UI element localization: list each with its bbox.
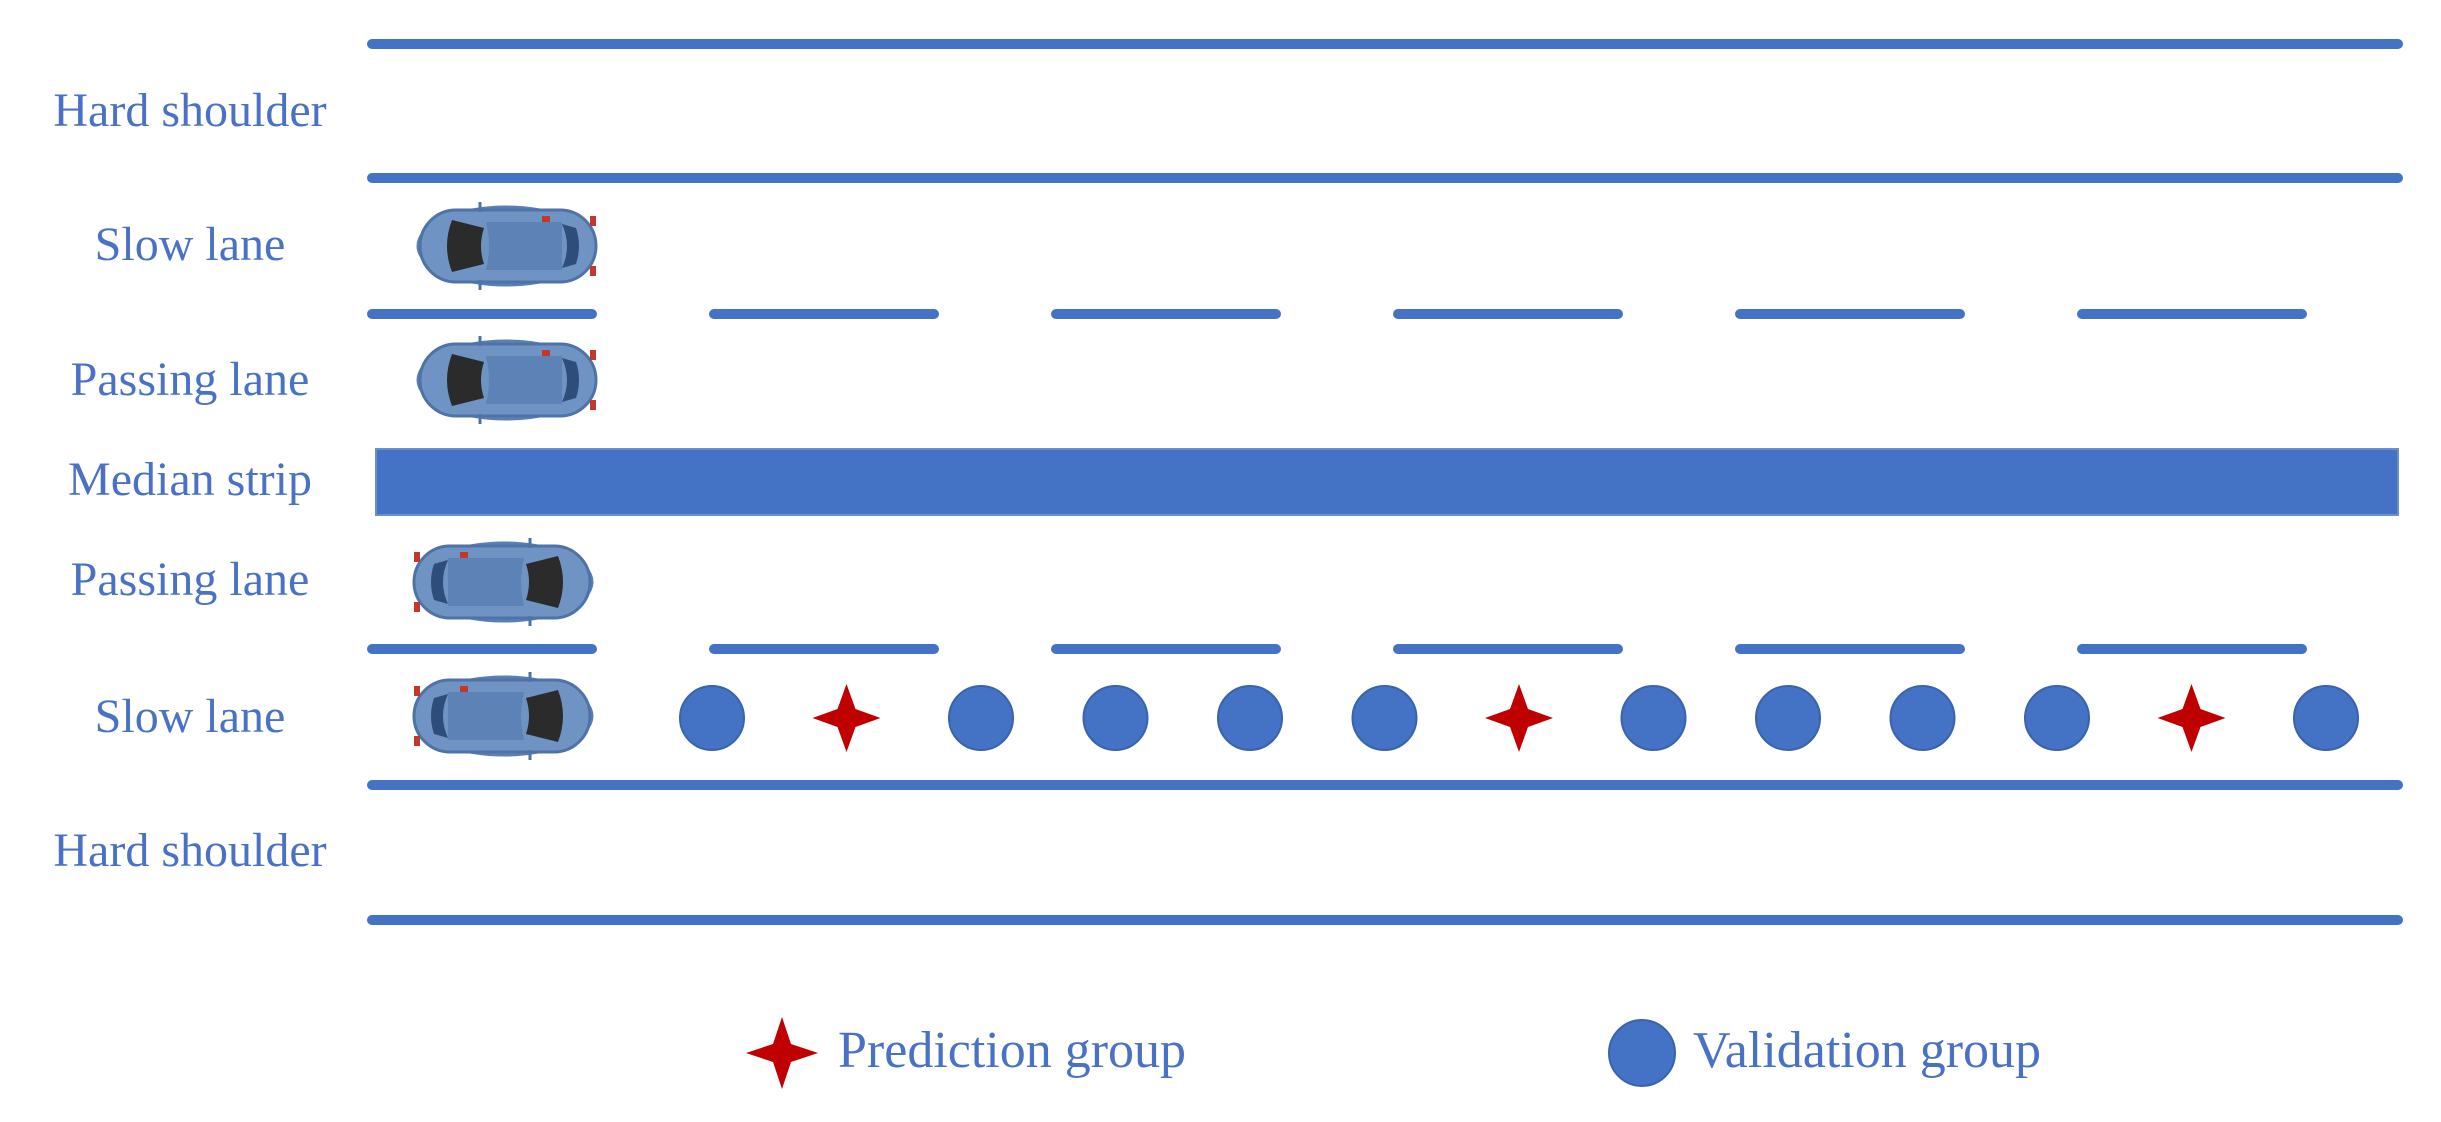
lane-label-hard-shoulder-bottom: Hard shoulder — [53, 824, 327, 877]
legend-prediction-icon — [746, 1017, 818, 1089]
lane-label-slow-lane-top: Slow lane — [94, 218, 286, 271]
validation-marker-5 — [1217, 685, 1283, 751]
lane-label-median-strip: Median strip — [68, 453, 312, 506]
lane-label-slow-lane-bottom: Slow lane — [94, 690, 286, 743]
validation-marker-9 — [1755, 685, 1821, 751]
prediction-marker-2 — [812, 684, 881, 752]
car-icon-2 — [416, 334, 598, 426]
validation-marker-11 — [2024, 685, 2090, 751]
car-icon-1 — [416, 200, 598, 292]
median-strip-bar — [375, 448, 2399, 516]
legend-validation-label: Validation group — [1693, 1022, 2042, 1079]
car-icon-3 — [412, 536, 594, 628]
car-icon-4 — [412, 670, 594, 762]
validation-marker-3 — [948, 685, 1014, 751]
validation-marker-8 — [1620, 685, 1687, 751]
lane-label-hard-shoulder-top: Hard shoulder — [53, 84, 327, 137]
validation-marker-4 — [1082, 685, 1149, 751]
validation-marker-10 — [1889, 685, 1956, 751]
validation-marker-13 — [2293, 685, 2359, 751]
prediction-marker-12 — [2157, 684, 2226, 752]
validation-marker-1 — [679, 685, 745, 751]
lane-label-passing-lane-top: Passing lane — [70, 353, 310, 406]
prediction-marker-7 — [1485, 684, 1553, 752]
legend-validation-icon — [1608, 1019, 1676, 1087]
validation-marker-6 — [1351, 685, 1418, 751]
lane-label-passing-lane-bottom: Passing lane — [70, 553, 310, 606]
legend-prediction-label: Prediction group — [838, 1022, 1187, 1079]
